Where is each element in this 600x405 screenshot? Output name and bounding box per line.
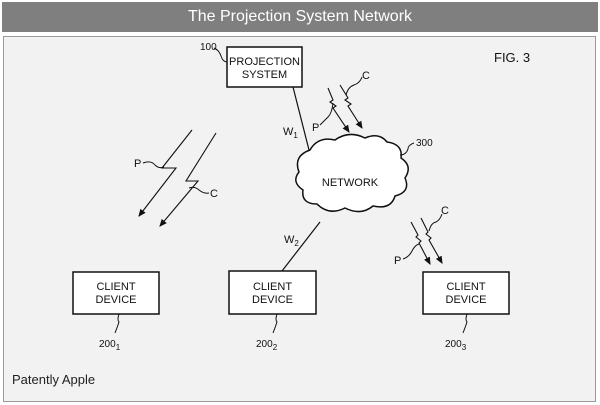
- signal-c-label-2: C: [210, 188, 218, 200]
- link-w1: [292, 86, 310, 151]
- svg-text:CLIENT: CLIENT: [96, 281, 135, 293]
- client-device-2: CLIENT DEVICE: [228, 270, 317, 315]
- svg-text:DEVICE: DEVICE: [446, 294, 487, 306]
- signal-arrows-projection: [319, 76, 363, 133]
- projection-ref: 100: [200, 42, 217, 53]
- diagram-panel: [3, 36, 596, 402]
- signal-c-label-3: C: [441, 205, 449, 217]
- client3-leader: [462, 313, 468, 334]
- client-device-1: CLIENT DEVICE: [72, 271, 160, 315]
- signal-p-label-1: P: [312, 122, 319, 134]
- link-w1-label: W1: [283, 126, 298, 140]
- figure-label: FIG. 3: [494, 50, 530, 65]
- page-title: The Projection System Network: [187, 8, 413, 25]
- link-w2-label: W2: [284, 234, 299, 248]
- signal-c-label-1: C: [362, 70, 370, 82]
- client3-ref: 2003: [445, 339, 467, 352]
- network-label: NETWORK: [322, 177, 379, 189]
- svg-text:DEVICE: DEVICE: [96, 294, 137, 306]
- projection-line1: PROJECTION: [229, 56, 300, 68]
- projection-leader: [213, 47, 228, 63]
- signal-arrows-right: [402, 213, 443, 265]
- network-ref: 300: [416, 138, 433, 149]
- svg-text:DEVICE: DEVICE: [252, 294, 293, 306]
- projection-system-node: PROJECTION SYSTEM: [226, 46, 303, 88]
- client1-ref: 2001: [99, 339, 121, 352]
- svg-text:CLIENT: CLIENT: [253, 281, 292, 293]
- title-bar: The Projection System Network: [2, 2, 598, 32]
- network-cloud: NETWORK: [295, 133, 409, 213]
- signal-arrows-left: [138, 129, 217, 227]
- projection-line2: SYSTEM: [242, 69, 287, 81]
- signal-p-label-3: P: [394, 255, 401, 267]
- svg-text:CLIENT: CLIENT: [446, 281, 485, 293]
- client1-leader: [114, 313, 120, 334]
- footer-credit: Patently Apple: [12, 372, 96, 387]
- client2-ref: 2002: [256, 339, 278, 352]
- client-device-3: CLIENT DEVICE: [422, 271, 510, 315]
- network-leader: [399, 142, 415, 156]
- link-w2: [281, 221, 321, 272]
- signal-p-label-2: P: [134, 158, 141, 170]
- client2-leader: [272, 313, 278, 334]
